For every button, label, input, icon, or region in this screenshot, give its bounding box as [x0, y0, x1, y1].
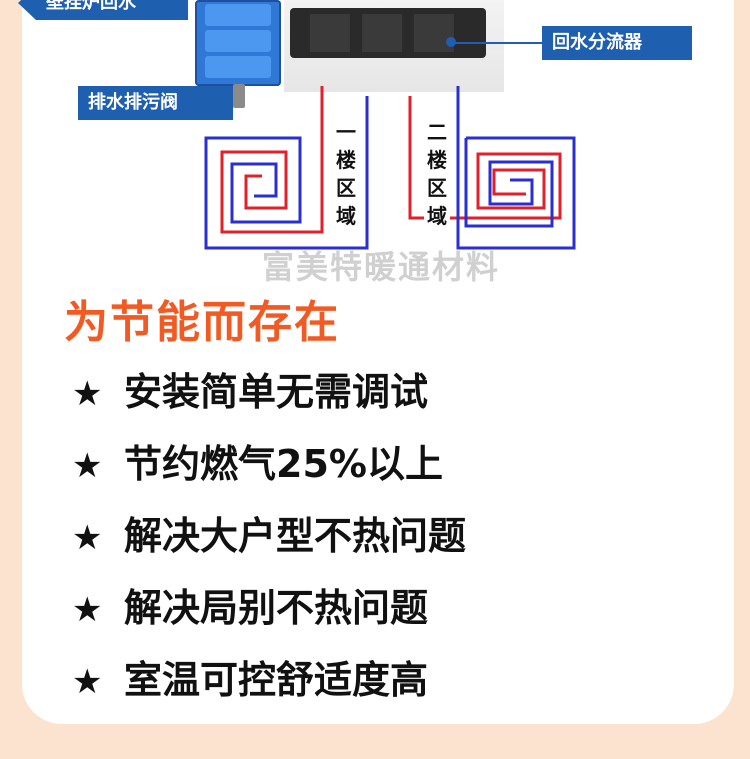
- feature-item: ★ 室温可控舒适度高: [72, 650, 428, 710]
- pipe-blue-left: [204, 96, 369, 250]
- pointer-dot: [446, 37, 456, 47]
- heating-diagram: 壁挂炉回水 排水排污阀 回水分流器 一楼区域 二楼区域 富美特暖通材料: [0, 0, 750, 290]
- feature-item: ★ 安装简单无需调试: [72, 362, 428, 422]
- return-to-boiler-label: 壁挂炉回水: [36, 0, 188, 20]
- blue-manifold: [195, 0, 281, 86]
- star-icon: ★: [72, 446, 103, 486]
- pipe-blue-right-inner: [464, 138, 554, 228]
- arrow-right-icon: [213, 86, 229, 120]
- feature-text: 安装简单无需调试: [124, 370, 429, 414]
- floor-heating-pipes: [204, 86, 576, 250]
- feature-item: ★ 解决大户型不热问题: [72, 506, 466, 566]
- zone-floor2-label: 二楼区域: [424, 118, 450, 230]
- star-icon: ★: [72, 590, 103, 630]
- pointer-line: [452, 42, 542, 44]
- arrow-left-icon: [18, 0, 36, 20]
- drain-valve-icon: [233, 84, 245, 108]
- feature-text: 解决局别不热问题: [124, 586, 429, 630]
- star-icon: ★: [72, 518, 103, 558]
- drain-valve-label: 排水排污阀: [78, 86, 233, 120]
- pipe-blue-right: [456, 86, 576, 250]
- feature-text: 解决大户型不热问题: [124, 514, 467, 558]
- headline: 为节能而存在: [64, 297, 340, 348]
- return-splitter-body: [290, 8, 486, 58]
- pipe-red-left: [220, 86, 324, 234]
- zone-floor1-label: 一楼区域: [333, 118, 359, 230]
- feature-item: ★ 节约燃气25%以上: [72, 434, 443, 494]
- star-icon: ★: [72, 662, 103, 702]
- content-card: [22, 0, 734, 724]
- feature-item: ★ 解决局别不热问题: [72, 578, 428, 638]
- feature-text: 室温可控舒适度高: [124, 658, 429, 702]
- pipe-red-right: [408, 96, 562, 220]
- star-icon: ★: [72, 374, 103, 414]
- watermark: 富美特暖通材料: [262, 248, 501, 286]
- return-splitter-label: 回水分流器: [542, 26, 692, 60]
- feature-text: 节约燃气25%以上: [124, 442, 443, 486]
